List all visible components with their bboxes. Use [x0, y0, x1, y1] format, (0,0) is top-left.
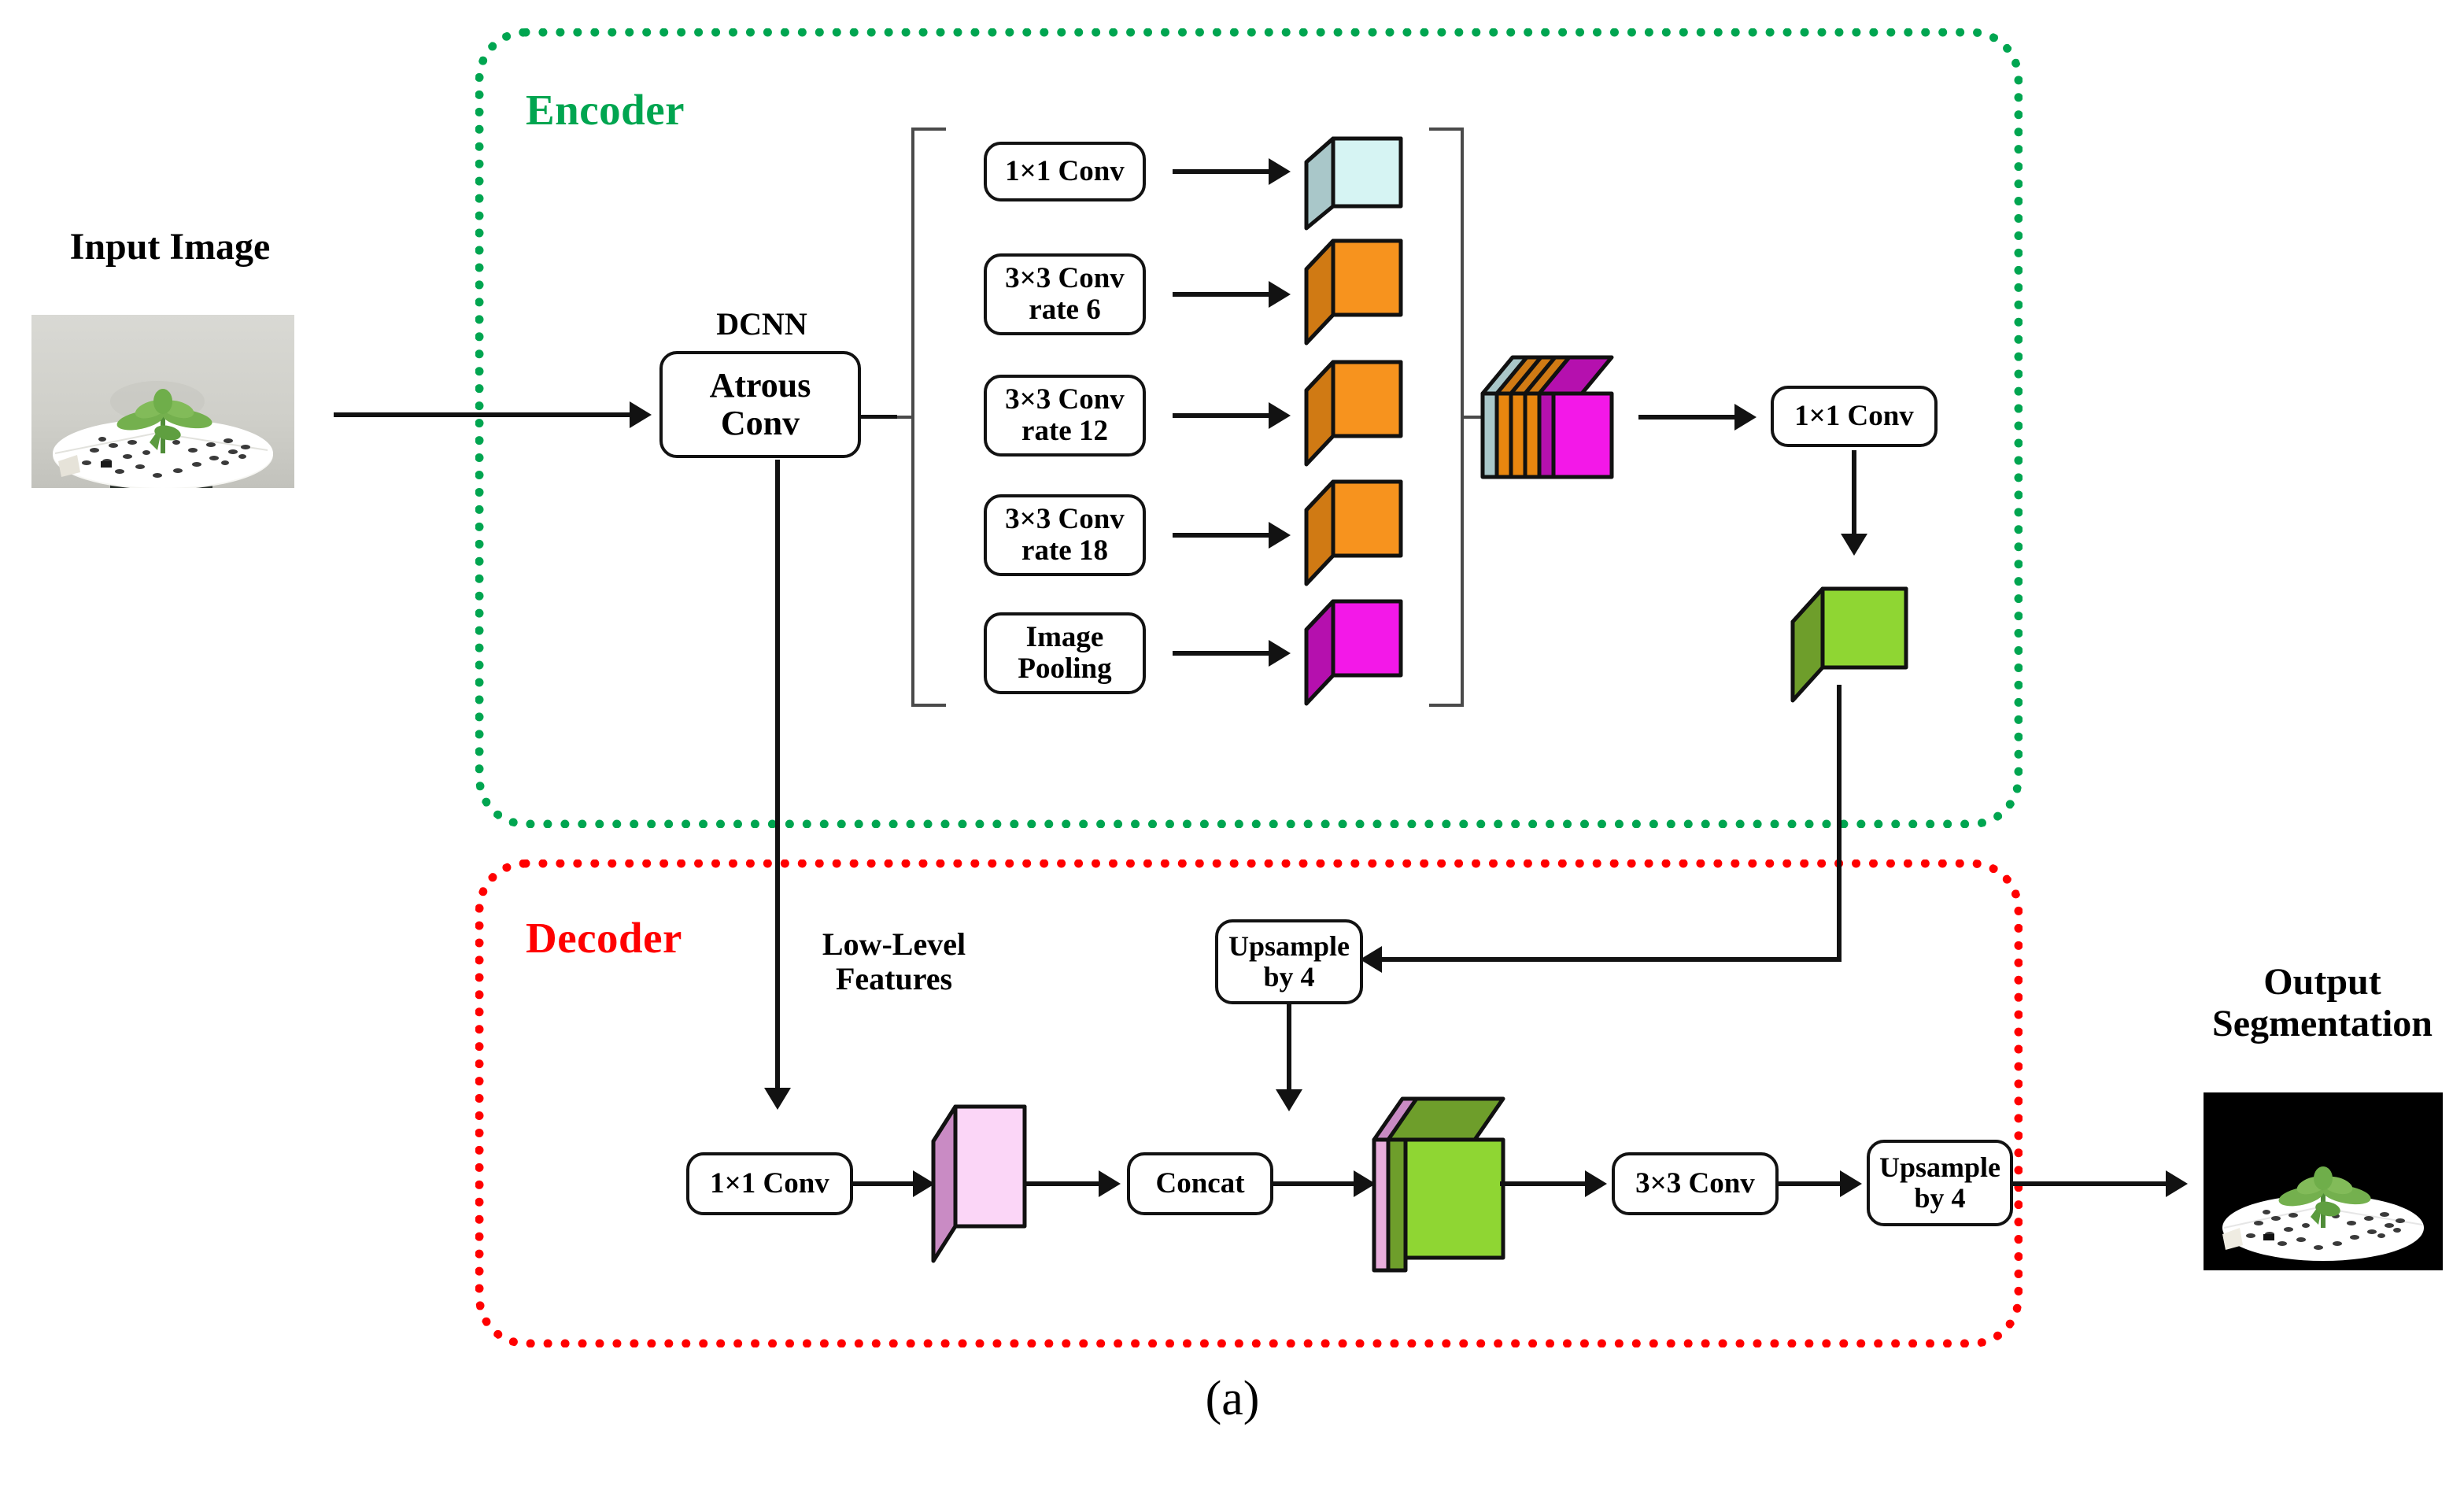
aspp-branch-box-3[interactable]: 3×3 Conv rate 18 [984, 494, 1146, 576]
aspp-right-bracket [1429, 128, 1464, 707]
upsample-to-output-line [2013, 1181, 2174, 1186]
aspp-branch-arrowhead-1 [1269, 281, 1291, 308]
aspp-feature-slab-0 [1302, 134, 1404, 235]
aspp-branch-arrow-line-2 [1173, 413, 1273, 418]
decoder-low-level-conv-box[interactable]: 1×1 Conv [686, 1152, 853, 1215]
aspp-branch-arrowhead-3 [1269, 522, 1291, 549]
aspp-branch-box-2[interactable]: 3×3 Conv rate 12 [984, 375, 1146, 457]
decoder-refine-conv-box[interactable]: 3×3 Conv [1612, 1152, 1779, 1215]
low-level-features-label: Low-Level Features [822, 926, 966, 996]
decoder-upsample-encoder-box[interactable]: Upsample by 4 [1215, 919, 1363, 1004]
low-level-features-line [775, 460, 780, 1092]
encoder-region-outline [475, 28, 2023, 828]
encoder-to-decoder-arrowhead [1360, 946, 1382, 973]
fused-slab-to-refine-line [1500, 1181, 1590, 1186]
aspp-left-bracket-tick [894, 416, 914, 419]
aspp-right-bracket-tick [1461, 416, 1481, 419]
aspp-feature-slab-4 [1302, 597, 1404, 708]
output-segmentation-label: Output Segmentation [2212, 961, 2433, 1044]
decoder-concat-box[interactable]: Concat [1127, 1152, 1273, 1215]
concat-to-fused-slab-line [1273, 1181, 1358, 1186]
aspp-branch-box-4[interactable]: Image Pooling [984, 612, 1146, 694]
encoder-projection-conv-box[interactable]: 1×1 Conv [1771, 386, 1938, 447]
aspp-feature-slab-1 [1302, 236, 1404, 348]
decoder-upsample-final-box[interactable]: Upsample by 4 [1867, 1140, 2013, 1226]
input-image-photo [31, 315, 294, 488]
concat-to-projection-line [1638, 415, 1739, 420]
encoder-label: Encoder [526, 86, 685, 134]
aspp-branch-arrow-line-3 [1173, 533, 1273, 538]
upsample-to-output-arrowhead [2166, 1170, 2188, 1197]
atrous-conv-box[interactable]: Atrous Conv [659, 351, 861, 458]
decoder-low-level-slab [929, 1097, 1031, 1270]
lowlevelconv-to-slab-line [853, 1181, 918, 1186]
figure-caption: (a) [1205, 1372, 1260, 1425]
aspp-branch-arrowhead-4 [1269, 640, 1291, 667]
decoder-fused-slab [1369, 1088, 1511, 1280]
upsample-to-concat-slab-line [1287, 1004, 1291, 1094]
aspp-branch-arrowhead-2 [1269, 402, 1291, 429]
aspp-feature-slab-2 [1302, 357, 1404, 469]
refine-to-upsample-arrowhead [1840, 1170, 1862, 1197]
concat-to-fused-slab-arrowhead [1354, 1170, 1376, 1197]
aspp-branch-arrow-line-4 [1173, 651, 1273, 656]
refine-to-upsample-line [1779, 1181, 1845, 1186]
aspp-branch-arrowhead-0 [1269, 158, 1291, 185]
input-image-label: Input Image [69, 226, 271, 268]
decoder-region-outline [475, 859, 2023, 1347]
slab-to-concat-line [1023, 1181, 1103, 1186]
upsample-to-concat-slab-arrowhead [1276, 1089, 1302, 1111]
dcnn-label: DCNN [716, 306, 807, 342]
backbone-to-aspp-line [861, 415, 897, 419]
input-to-backbone-line [334, 412, 634, 417]
projection-to-output-slab-arrowhead [1841, 534, 1867, 556]
aspp-left-bracket [911, 128, 946, 707]
aspp-feature-slab-3 [1302, 477, 1404, 589]
aspp-branch-box-1[interactable]: 3×3 Conv rate 6 [984, 253, 1146, 335]
slab-to-concat-arrowhead [1099, 1170, 1121, 1197]
aspp-branch-arrow-line-0 [1173, 169, 1273, 174]
output-segmentation-photo [2204, 1092, 2443, 1270]
decoder-label: Decoder [526, 914, 682, 962]
encoder-to-decoder-vertical-line [1837, 685, 1842, 960]
low-level-features-arrowhead [764, 1088, 791, 1110]
encoder-output-slab [1788, 582, 1914, 708]
fused-slab-to-refine-arrowhead [1585, 1170, 1607, 1197]
concat-to-projection-arrowhead [1734, 404, 1757, 431]
input-to-backbone-arrowhead [630, 401, 652, 428]
projection-to-output-slab-line [1852, 450, 1856, 538]
aspp-concat-stack [1478, 346, 1616, 504]
lowlevelconv-to-slab-arrowhead [913, 1170, 935, 1197]
encoder-to-decoder-horizontal-line [1382, 957, 1842, 962]
aspp-branch-arrow-line-1 [1173, 292, 1273, 297]
aspp-branch-box-0[interactable]: 1×1 Conv [984, 142, 1146, 201]
